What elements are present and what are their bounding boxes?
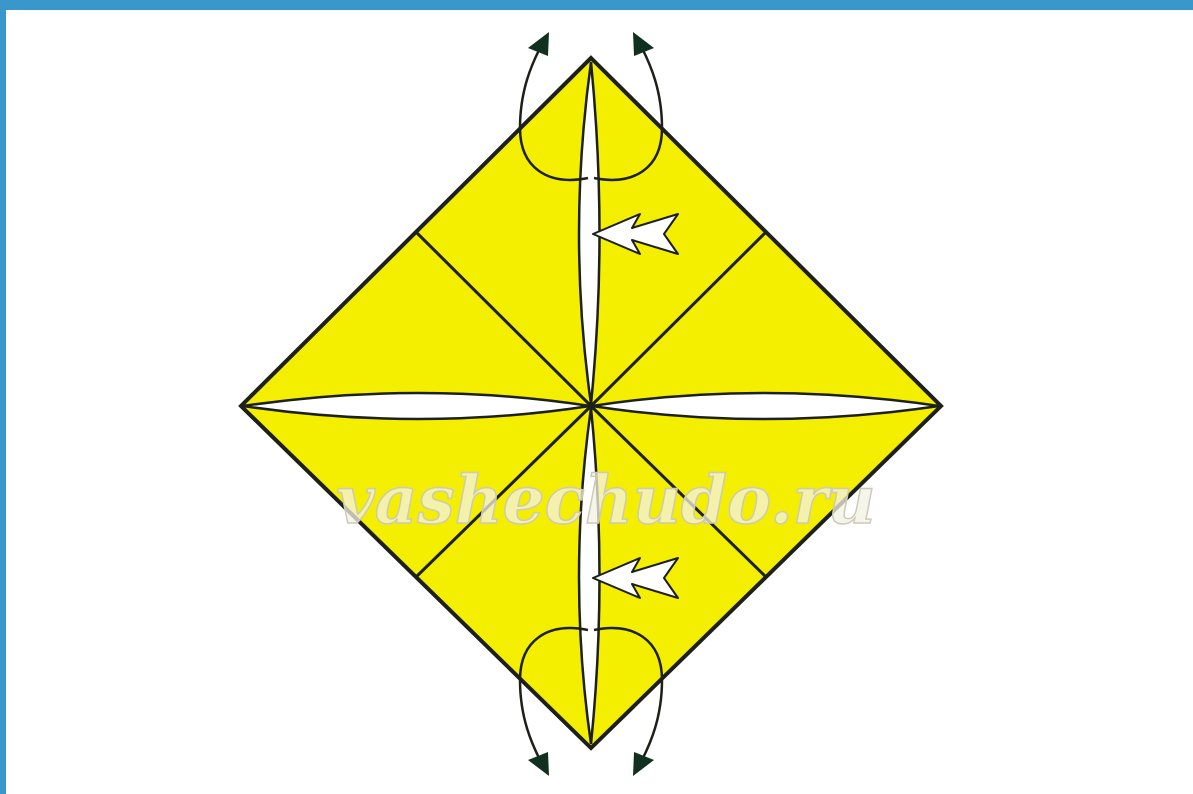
center-point bbox=[587, 402, 595, 410]
watermark-text: vashechudo.ru bbox=[336, 461, 875, 539]
